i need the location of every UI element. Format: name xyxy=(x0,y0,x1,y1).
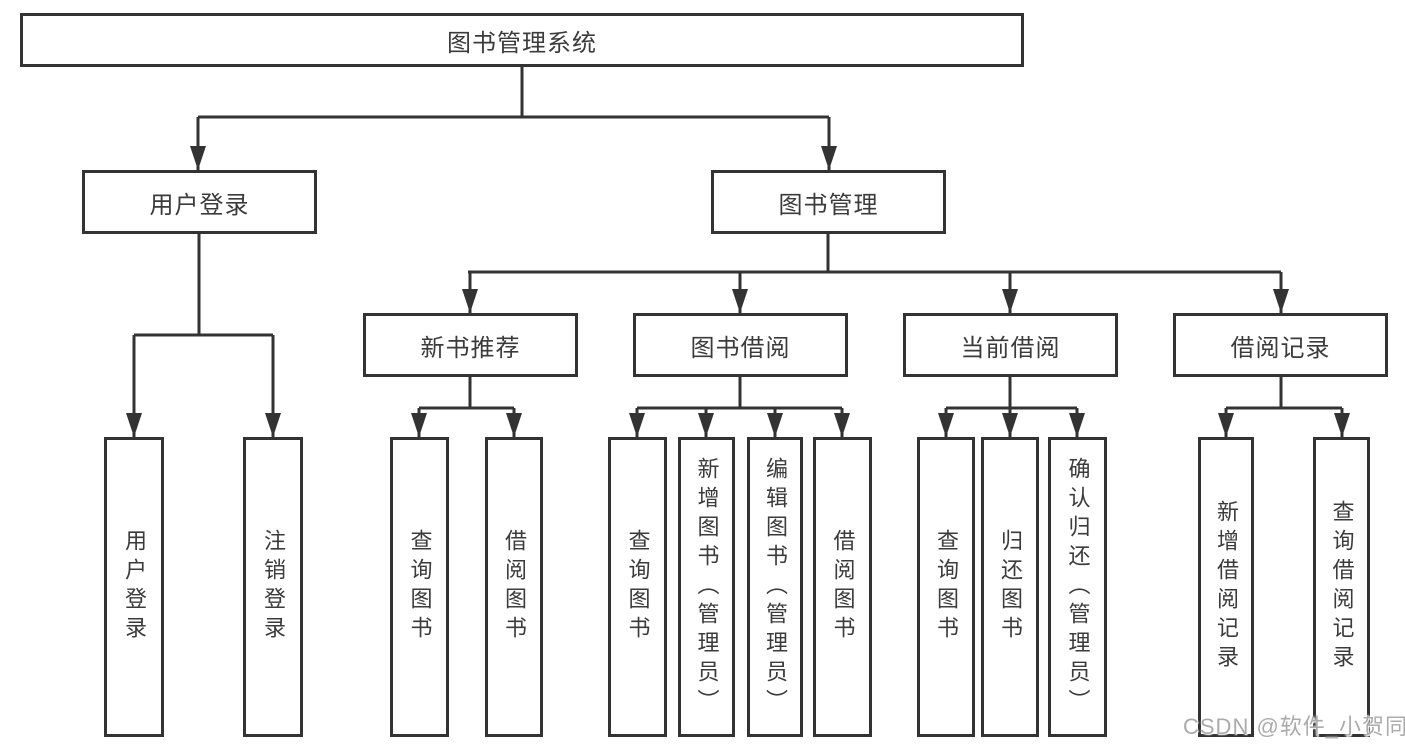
node-system-root: 图书管理系统 xyxy=(20,13,1024,67)
csdn-watermark: CSDN @软件_小贺同学 xyxy=(1183,714,1405,739)
node-label: 图书管理 xyxy=(778,191,879,219)
leaf-borrow-books-recommend: 借阅图书 xyxy=(485,437,543,737)
node-label: 查询图书 xyxy=(625,529,651,645)
node-current-borrow: 当前借阅 xyxy=(903,313,1118,377)
node-label: 新书推荐 xyxy=(420,334,521,362)
leaf-query-books-current: 查询图书 xyxy=(917,437,975,737)
node-label: 图书管理系统 xyxy=(447,29,597,57)
leaf-edit-books-admin: 编辑图书（管理员） xyxy=(747,437,803,737)
node-label: 用户登录 xyxy=(149,191,250,219)
node-label: 确认归还（管理员） xyxy=(1065,456,1091,718)
node-label: 当前借阅 xyxy=(960,334,1061,362)
node-label: 查询图书 xyxy=(407,529,433,645)
leaf-query-borrow-record: 查询借阅记录 xyxy=(1313,437,1370,737)
leaf-user-login: 用户登录 xyxy=(104,437,164,737)
node-label: 查询借阅记录 xyxy=(1329,500,1355,674)
node-label: 编辑图书（管理员） xyxy=(763,456,788,718)
node-label: 图书借阅 xyxy=(690,334,791,362)
leaf-add-borrow-record: 新增借阅记录 xyxy=(1198,437,1254,737)
leaf-borrow-books: 借阅图书 xyxy=(813,437,872,737)
node-new-book-recommend: 新书推荐 xyxy=(363,313,578,377)
node-borrow-records: 借阅记录 xyxy=(1173,313,1388,377)
node-book-management: 图书管理 xyxy=(711,170,946,234)
node-user-login: 用户登录 xyxy=(82,170,317,234)
leaf-logout: 注销登录 xyxy=(243,437,303,737)
leaf-query-books-recommend: 查询图书 xyxy=(390,437,449,737)
leaf-return-books: 归还图书 xyxy=(981,437,1039,737)
node-label: 借阅图书 xyxy=(502,529,527,645)
node-label: 用户登录 xyxy=(122,529,147,645)
node-label: 新增图书（管理员） xyxy=(694,456,720,718)
node-label: 归还图书 xyxy=(998,529,1023,645)
node-label: 注销登录 xyxy=(261,529,286,645)
node-label: 借阅图书 xyxy=(830,529,856,645)
node-label: 借阅记录 xyxy=(1230,334,1331,362)
node-label: 查询图书 xyxy=(934,529,959,645)
leaf-confirm-return-admin: 确认归还（管理员） xyxy=(1048,437,1107,737)
node-label: 新增借阅记录 xyxy=(1214,500,1239,674)
leaf-query-books-borrow: 查询图书 xyxy=(608,437,667,737)
leaf-add-books-admin: 新增图书（管理员） xyxy=(678,437,735,737)
node-book-borrow: 图书借阅 xyxy=(633,313,848,377)
